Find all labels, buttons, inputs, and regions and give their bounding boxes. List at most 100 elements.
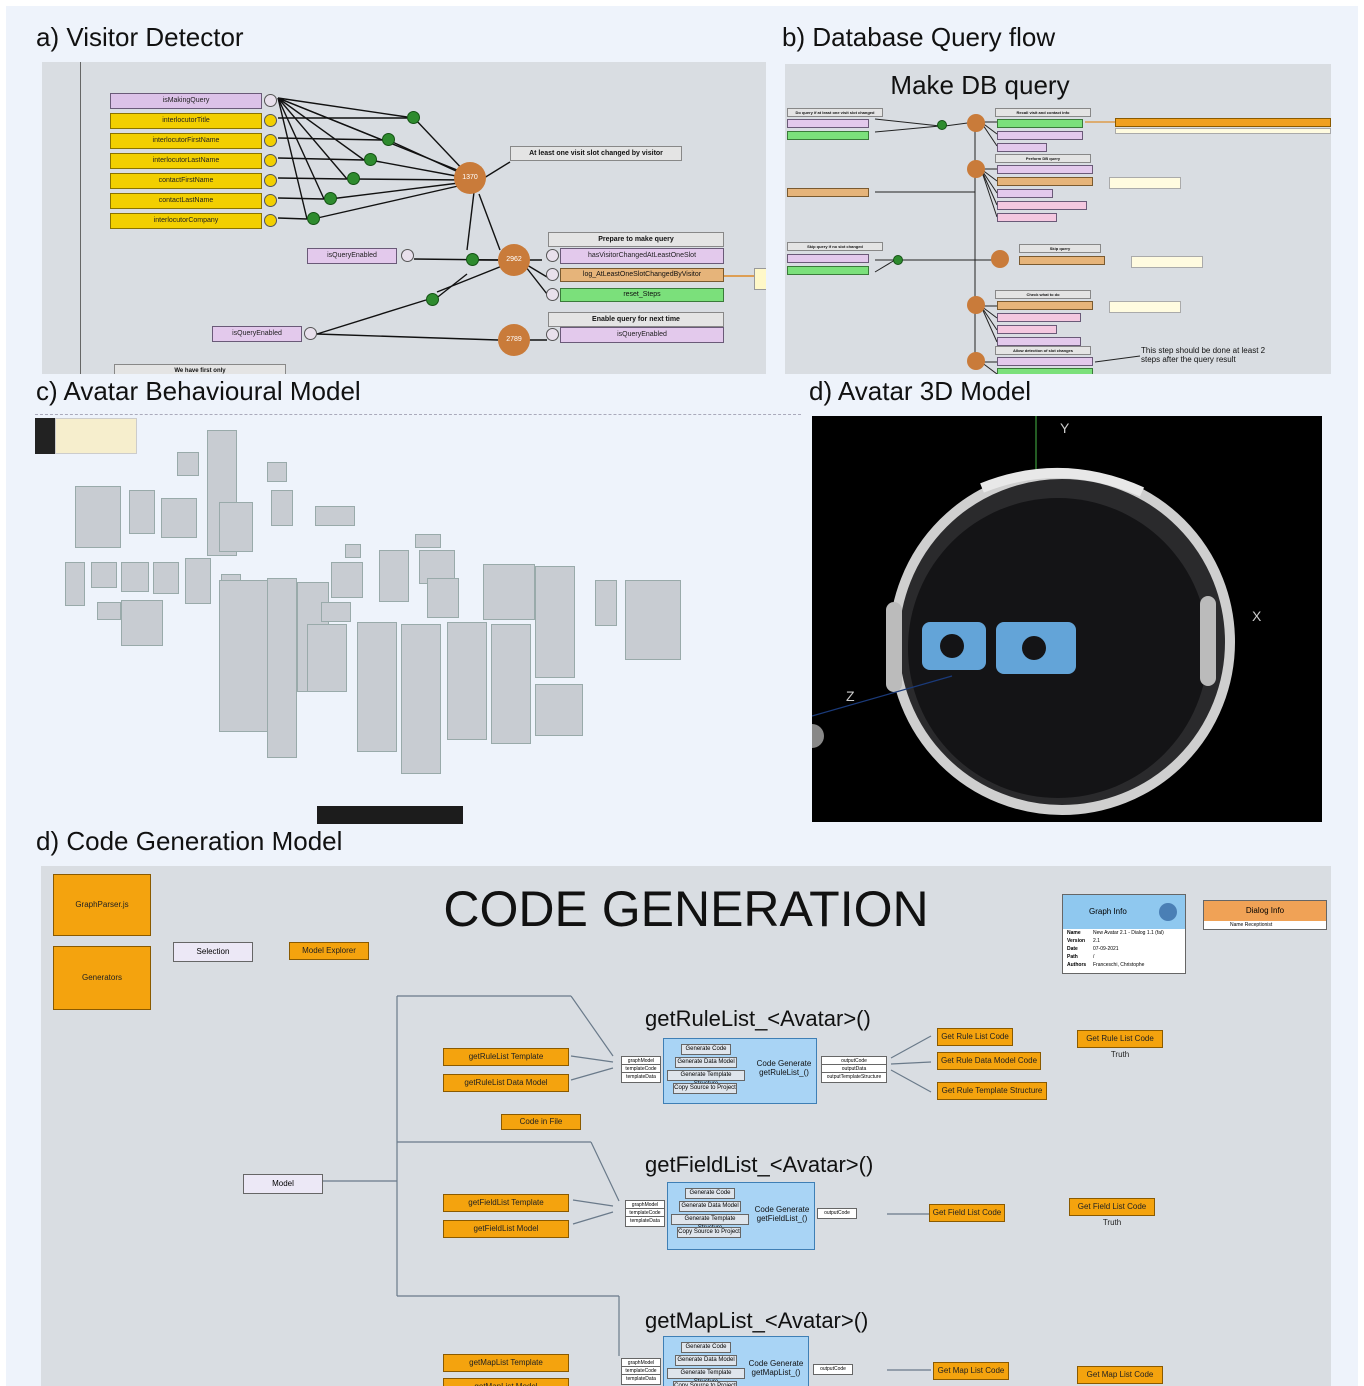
db-output: [997, 337, 1081, 346]
db-output: [997, 313, 1081, 322]
copy-source-button[interactable]: Copy Source to Project: [677, 1227, 741, 1238]
port-icon: [264, 94, 277, 107]
visitor-connections: [277, 97, 756, 341]
generate-code-button[interactable]: Generate Code: [685, 1188, 735, 1199]
code-in-file-node: Code in File: [501, 1114, 581, 1130]
graph-cluster: [75, 486, 121, 548]
graph-info-row: Date 07-09-2021: [1067, 945, 1185, 953]
copy-source-button[interactable]: Copy Source to Project: [673, 1381, 737, 1386]
graph-cluster: [307, 624, 347, 692]
port-icon: [264, 214, 277, 227]
port-icon: [264, 134, 277, 147]
db-step-note: This step should be done at least 2 step…: [1141, 346, 1266, 364]
input-is-query-enabled-2: isQueryEnabled: [212, 326, 302, 342]
and-gate-icon: [407, 111, 420, 124]
db-node: [967, 296, 985, 314]
graph-cluster: [91, 562, 117, 588]
dialog-name-label: Name: [1230, 922, 1244, 928]
rule-block-label: Code Generate getRuleList_(): [756, 1059, 812, 1077]
graph-info-key: Authors: [1067, 962, 1087, 968]
field-template-input: getFieldList Template: [443, 1194, 569, 1212]
section-skip-query: Skip query if no slot changed: [787, 242, 883, 251]
panel-title-visitor-detector: a) Visitor Detector: [36, 22, 244, 52]
selection-node: Selection: [173, 942, 253, 962]
input-interlocutor-company: interlocutorCompany: [110, 213, 262, 229]
map-list-code-output: Get Map List Code: [933, 1362, 1009, 1380]
generate-data-model-button[interactable]: Generate Data Model: [679, 1201, 741, 1212]
graph-cluster: [379, 550, 409, 602]
db-note: [1109, 177, 1181, 189]
and-gate-icon: [426, 293, 439, 306]
section-skip: Skip query: [1019, 244, 1101, 253]
code-generation-panel: CODE GENERATION GraphParser.js Generator…: [41, 866, 1331, 1386]
and-gate-icon: [937, 120, 947, 130]
db-input: [787, 254, 869, 263]
port-template-data: templateData: [621, 1374, 661, 1385]
map-list-code-truth: Get Map List Code Truth: [1077, 1366, 1163, 1384]
port-icon: [264, 114, 277, 127]
graph-cluster: [345, 544, 361, 558]
editor-thumb: [35, 418, 55, 454]
db-output: [997, 325, 1057, 334]
db-input: [787, 131, 869, 140]
graph-cluster: [129, 490, 155, 534]
graph-cluster: [315, 506, 355, 526]
rule-list-code-output: Get Rule List Code: [937, 1028, 1013, 1046]
generate-data-model-button[interactable]: Generate Data Model: [675, 1057, 737, 1068]
label-prepare-query: Prepare to make query: [548, 232, 724, 247]
axis-label-z: Z: [846, 688, 855, 704]
graph-cluster: [427, 578, 459, 618]
db-output: [997, 357, 1093, 366]
copy-source-button[interactable]: Copy Source to Project: [673, 1083, 737, 1094]
graph-info-value: 07-09-2021: [1093, 946, 1119, 952]
port-icon: [264, 154, 277, 167]
generate-code-button[interactable]: Generate Code: [681, 1342, 731, 1353]
avatar-3d-viewport: Y X Z: [812, 416, 1322, 822]
codegen-connections: [319, 995, 932, 1371]
port-icon: [401, 249, 414, 262]
map-model-input: getMapList Model: [443, 1378, 569, 1386]
generate-code-button[interactable]: Generate Code: [681, 1044, 731, 1055]
map-block-label: Code Generate getMapList_(): [748, 1359, 804, 1377]
generate-template-structure-button[interactable]: Generate Template Structure: [671, 1214, 749, 1231]
graph-cluster: [535, 566, 575, 678]
editor-thumb: [55, 418, 137, 454]
dialog-info-title: Dialog Info: [1204, 901, 1326, 921]
rule-data-model-input: getRuleList Data Model: [443, 1074, 569, 1092]
graph-cluster: [97, 602, 121, 620]
generate-template-structure-button[interactable]: Generate Template Structure: [667, 1070, 745, 1087]
panel-title-behavioural-model: c) Avatar Behavioural Model: [36, 376, 361, 406]
output-has-visitor-changed: hasVisitorChangedAtLeastOneSlot: [560, 248, 724, 264]
port-icon: [546, 328, 559, 341]
graph-info-value: /: [1093, 954, 1095, 960]
graph-cluster: [331, 562, 363, 598]
port-icon: [304, 327, 317, 340]
axis-label-y: Y: [1060, 420, 1070, 436]
port-icon: [546, 288, 559, 301]
db-node: [967, 114, 985, 132]
field-list-code-output: Get Field List Code: [929, 1204, 1005, 1222]
graph-icon: [1159, 903, 1177, 921]
dialog-info-card: Dialog Info Name Receptionist: [1203, 900, 1327, 930]
label-enable-query: Enable query for next time: [548, 312, 724, 327]
note-box: [754, 268, 766, 290]
output-log-slot-changed: log_AtLeastOneSlotChangedByVisitor: [560, 268, 724, 282]
graph-info-key: Date: [1067, 946, 1078, 952]
graph-info-key: Path: [1067, 954, 1078, 960]
top-border: [35, 414, 801, 415]
node-2789: 2789: [498, 324, 530, 356]
panel-title-3d-model: d) Avatar 3D Model: [809, 376, 1032, 406]
graph-cluster: [121, 600, 163, 646]
generate-data-model-button[interactable]: Generate Data Model: [675, 1355, 737, 1366]
generate-template-structure-button[interactable]: Generate Template Structure: [667, 1368, 745, 1385]
rule-data-model-code-output: Get Rule Data Model Code: [937, 1052, 1041, 1070]
graph-cluster: [625, 580, 681, 660]
label-slot-changed: At least one visit slot changed by visit…: [510, 146, 682, 161]
db-note: [1131, 256, 1203, 268]
db-output: [1019, 256, 1105, 265]
graph-cluster: [219, 580, 271, 732]
